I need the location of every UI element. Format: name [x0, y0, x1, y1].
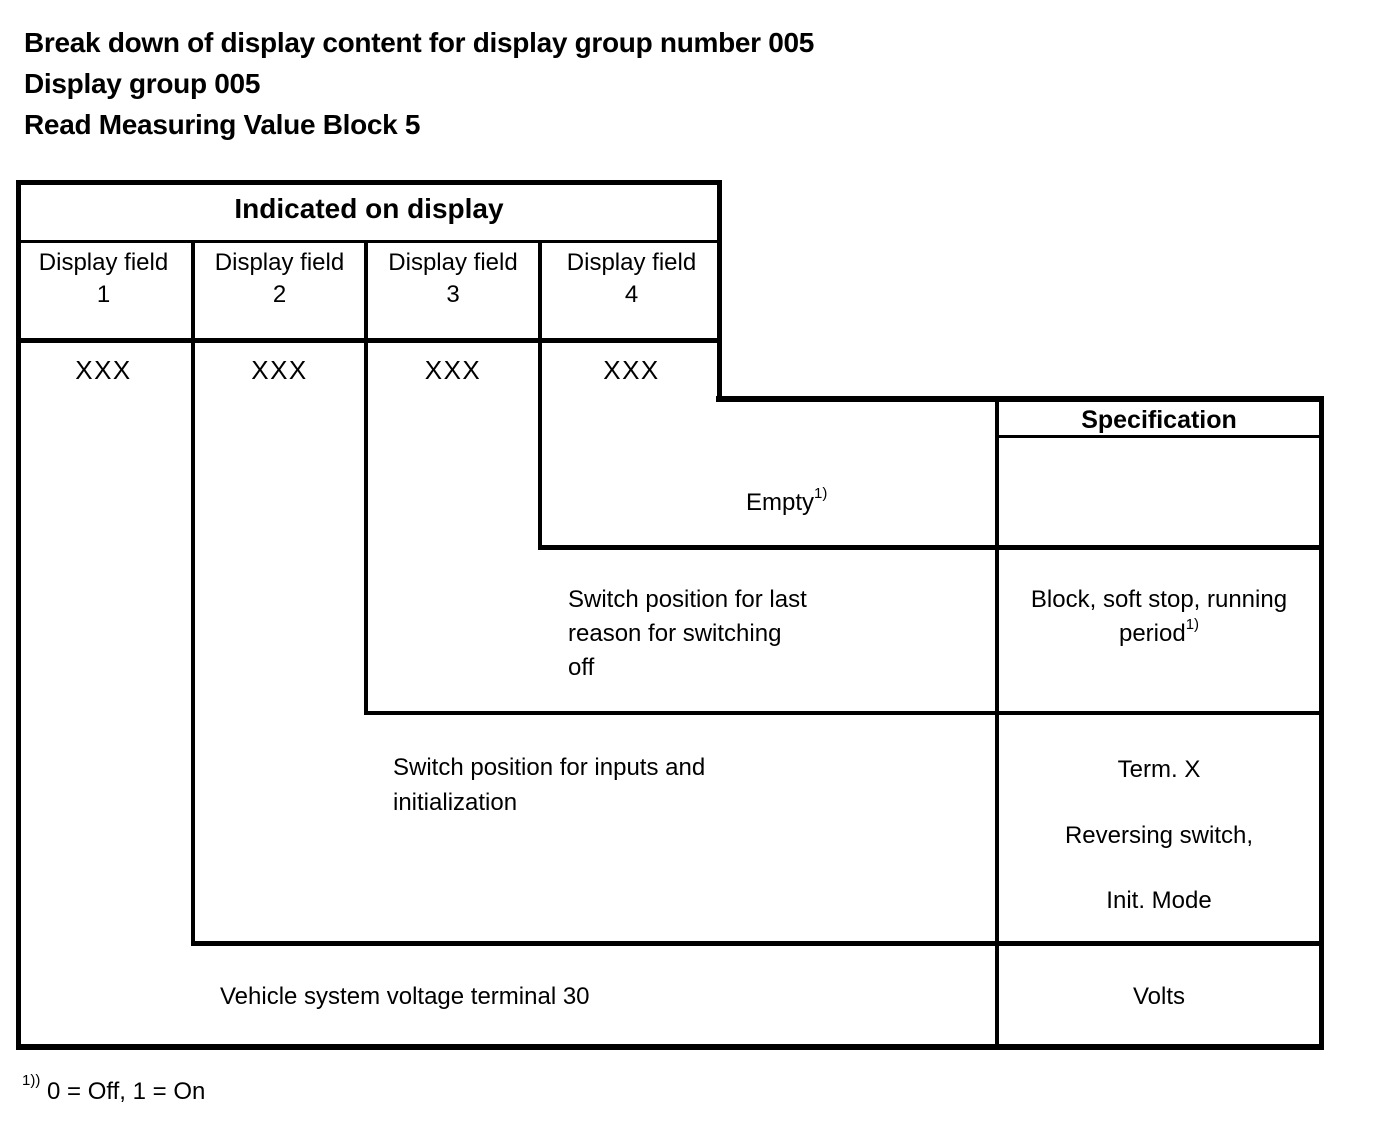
row-last-reason-spec-line-1: Block, soft stop, running	[1030, 586, 1288, 613]
display-field-4-label: Display field	[566, 249, 697, 276]
column-2-3-divider-line	[364, 240, 368, 715]
specification-header: Specification	[1081, 406, 1237, 434]
display-field-3-value: XXX	[424, 355, 482, 385]
row-last-reason-desc-line-1: Switch position for last	[568, 586, 807, 613]
display-field-1-header: Display field 1	[16, 247, 191, 311]
column-1-2-divider-line	[191, 240, 195, 946]
display-field-3-header: Display field 3	[368, 247, 538, 311]
step-top-line-specification	[716, 396, 1324, 402]
row-inputs-desc-line-1: Switch position for inputs and	[393, 754, 706, 781]
footnote-text: 0 = Off, 1 = On	[47, 1078, 206, 1105]
column-3-4-divider-line	[538, 240, 542, 550]
display-field-1-value: XXX	[75, 355, 132, 385]
page-subtitle-block: Read Measuring Value Block 5	[24, 109, 421, 140]
page-subtitle-group: Display group 005	[24, 68, 261, 99]
specification-left-divider-line	[995, 396, 999, 1050]
table-bottom-border-line	[16, 1044, 1324, 1050]
row-voltage-specification: Volts	[1132, 983, 1186, 1010]
display-field-2-number: 2	[272, 281, 287, 308]
row-empty-footnote-marker: 1)	[814, 485, 828, 502]
row-last-reason-bottom-line	[364, 711, 1324, 715]
row-last-reason-spec-text: period	[1118, 620, 1186, 647]
display-field-4-header: Display field 4	[542, 247, 721, 311]
row-inputs-spec-init-mode: Init. Mode	[1106, 887, 1212, 914]
row-last-reason-desc-line-3: off	[568, 654, 595, 681]
table-left-border-line	[16, 180, 21, 1050]
row-inputs-desc-line-2: initialization	[393, 789, 518, 816]
display-field-3-label: Display field	[388, 249, 518, 276]
display-field-2-label: Display field	[214, 249, 345, 276]
indicated-header-bottom-line	[16, 240, 722, 243]
row-inputs-spec-term-x: Term. X	[1117, 756, 1201, 783]
row-last-reason-spec-line-2: period1)	[999, 617, 1319, 651]
table-right-border-line	[1319, 396, 1324, 1050]
row-inputs-description: Switch position for inputs and initializ…	[393, 750, 705, 820]
row-inputs-bottom-line	[191, 941, 1324, 946]
page-title: Break down of display content for displa…	[24, 27, 815, 58]
row-last-reason-description: Switch position for last reason for swit…	[568, 583, 807, 685]
row-empty-label: Empty1)	[746, 486, 827, 520]
row-empty-text: Empty	[746, 489, 815, 516]
row-empty-bottom-line	[538, 545, 1324, 550]
display-field-3-number: 3	[446, 281, 460, 308]
table-top-border-line	[16, 180, 722, 185]
row-last-reason-footnote-marker: 1)	[1185, 616, 1200, 633]
row-inputs-spec-reversing-switch: Reversing switch,	[1064, 822, 1254, 849]
footnote-marker: 1))	[22, 1072, 41, 1089]
row-last-reason-desc-line-2: reason for switching	[568, 620, 782, 647]
display-field-2-value: XXX	[251, 355, 308, 385]
display-field-1-label: Display field	[38, 249, 169, 276]
specification-header-bottom-line	[995, 435, 1324, 438]
row-voltage-description: Vehicle system voltage terminal 30	[220, 983, 590, 1010]
footnote: 1)) 0 = Off, 1 = On	[22, 1073, 206, 1106]
indicated-on-display-header: Indicated on display	[234, 193, 504, 224]
page-header: Break down of display content for displa…	[24, 22, 814, 145]
display-field-1-number: 1	[96, 281, 111, 308]
field-header-bottom-line	[16, 338, 722, 343]
row-last-reason-specification: Block, soft stop, running period1)	[999, 583, 1319, 651]
column-4-right-border-line	[717, 180, 722, 402]
display-field-4-number: 4	[624, 281, 639, 308]
display-field-4-value: XXX	[603, 355, 660, 385]
display-field-2-header: Display field 2	[195, 247, 364, 311]
